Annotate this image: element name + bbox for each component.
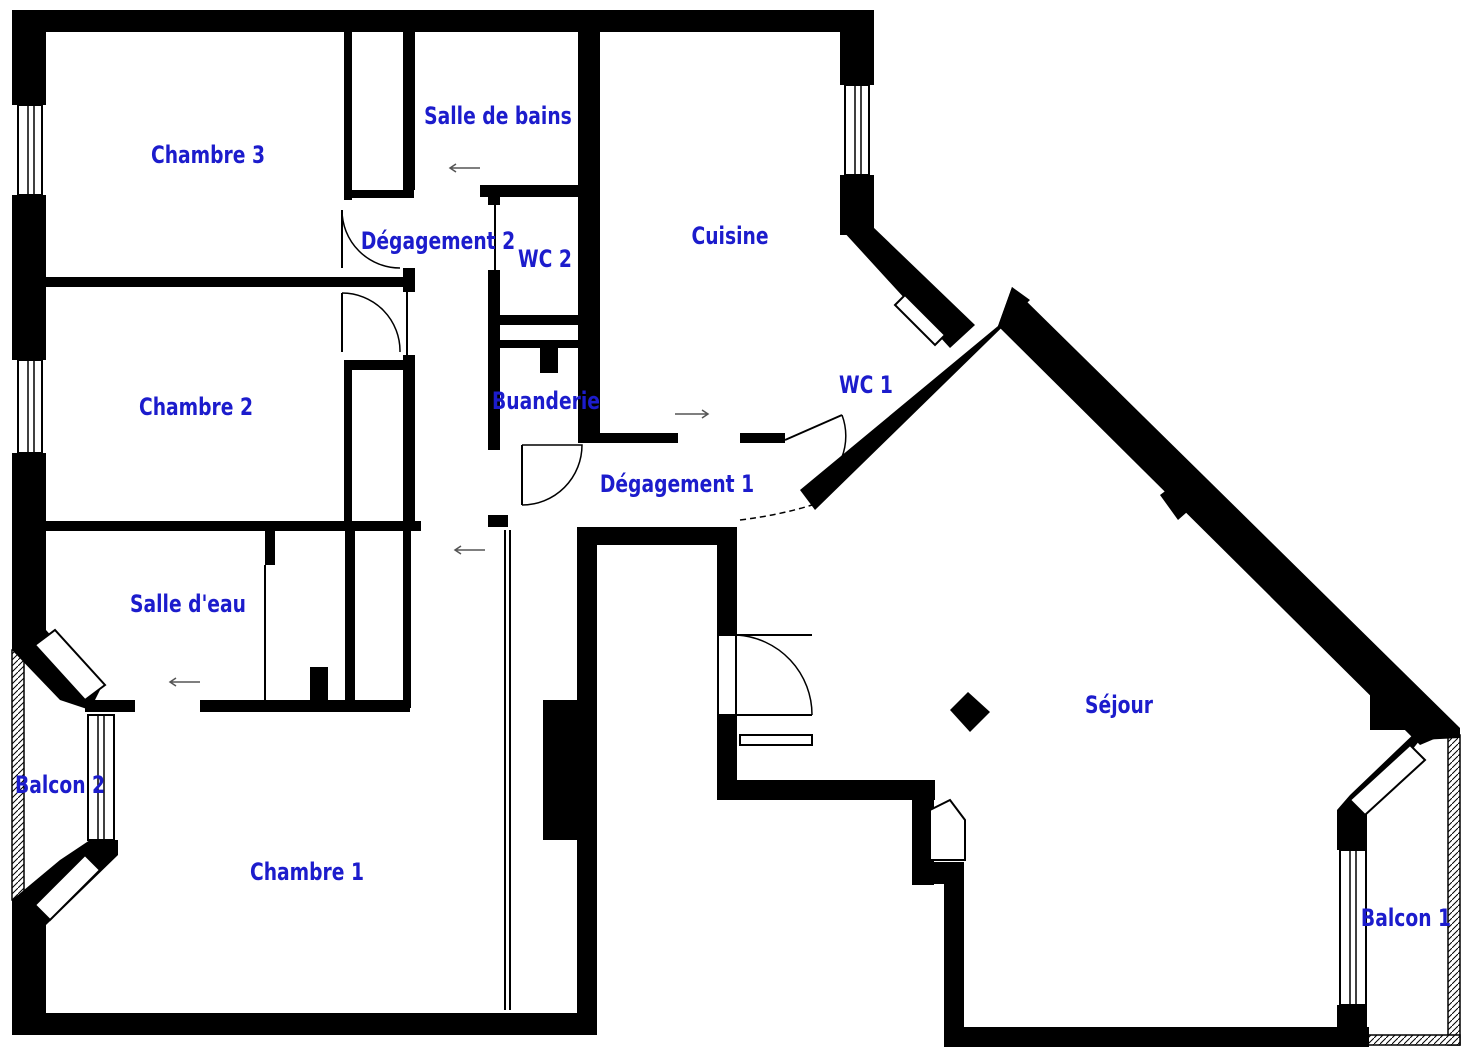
label-cuisine: Cuisine [691, 223, 768, 251]
label-buanderie: Buanderie [492, 388, 600, 416]
doors [341, 209, 847, 716]
label-sejour: Séjour [1085, 692, 1153, 720]
label-balcon-2: Balcon 2 [15, 772, 105, 800]
label-degagement-2: Dégagement 2 [361, 228, 515, 256]
label-wc-2: WC 2 [518, 246, 572, 274]
label-chambre-2: Chambre 2 [139, 394, 253, 422]
windows [17, 84, 1427, 1006]
direction-arrows [168, 163, 710, 687]
label-chambre-3: Chambre 3 [151, 142, 265, 170]
label-degagement-1: Dégagement 1 [600, 471, 754, 499]
label-salle-deau: Salle d'eau [130, 591, 246, 619]
sliding-partitions [264, 40, 569, 1010]
label-salle-de-bains: Salle de bains [424, 103, 572, 131]
label-chambre-1: Chambre 1 [250, 859, 364, 887]
label-balcon-1: Balcon 1 [1361, 905, 1451, 933]
label-wc-1: WC 1 [839, 372, 893, 400]
room-labels: Chambre 3 Salle de bains Dégagement 2 WC… [15, 103, 1451, 933]
